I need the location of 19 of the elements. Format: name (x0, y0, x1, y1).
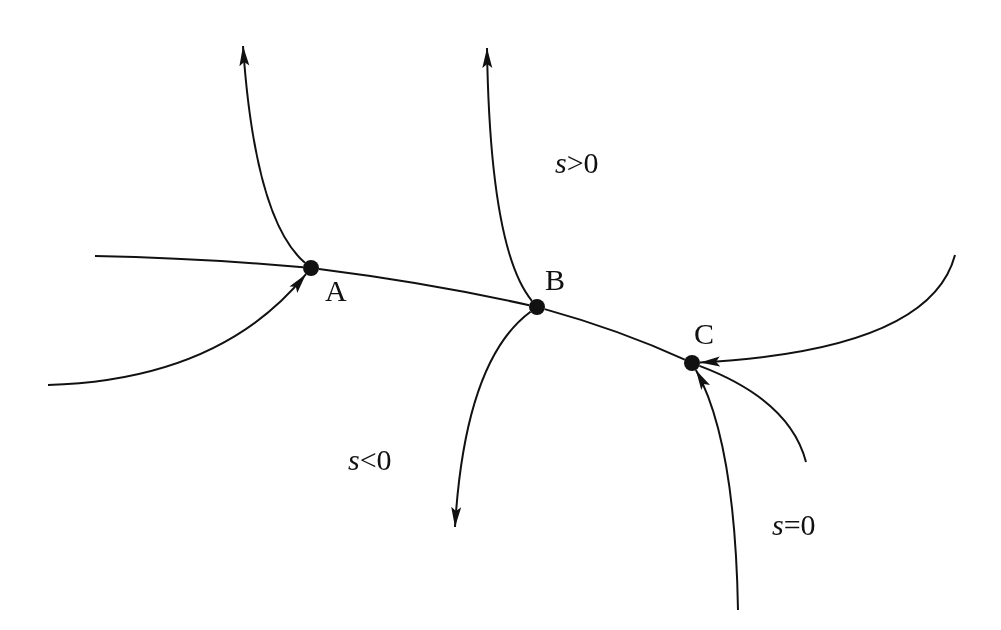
region-label: s<0 (348, 445, 392, 475)
trajectory-arrow (694, 369, 739, 611)
trajectory-arrow (47, 273, 307, 386)
curve (698, 364, 807, 463)
point-label: B (545, 265, 565, 295)
trajectory-arrow (699, 254, 956, 367)
trajectory-arrow (239, 45, 306, 264)
region-label: s=0 (772, 510, 816, 540)
point-label: A (325, 276, 347, 306)
curve (543, 308, 686, 361)
point-dot (529, 299, 545, 315)
point-label: C (694, 319, 714, 349)
trajectory-arrow (482, 47, 533, 302)
curve (94, 255, 305, 269)
trajectory-arrow (451, 310, 532, 528)
point-dot (684, 355, 700, 371)
region-label: s>0 (555, 148, 599, 178)
point-dot (303, 260, 319, 276)
curve (317, 268, 531, 307)
